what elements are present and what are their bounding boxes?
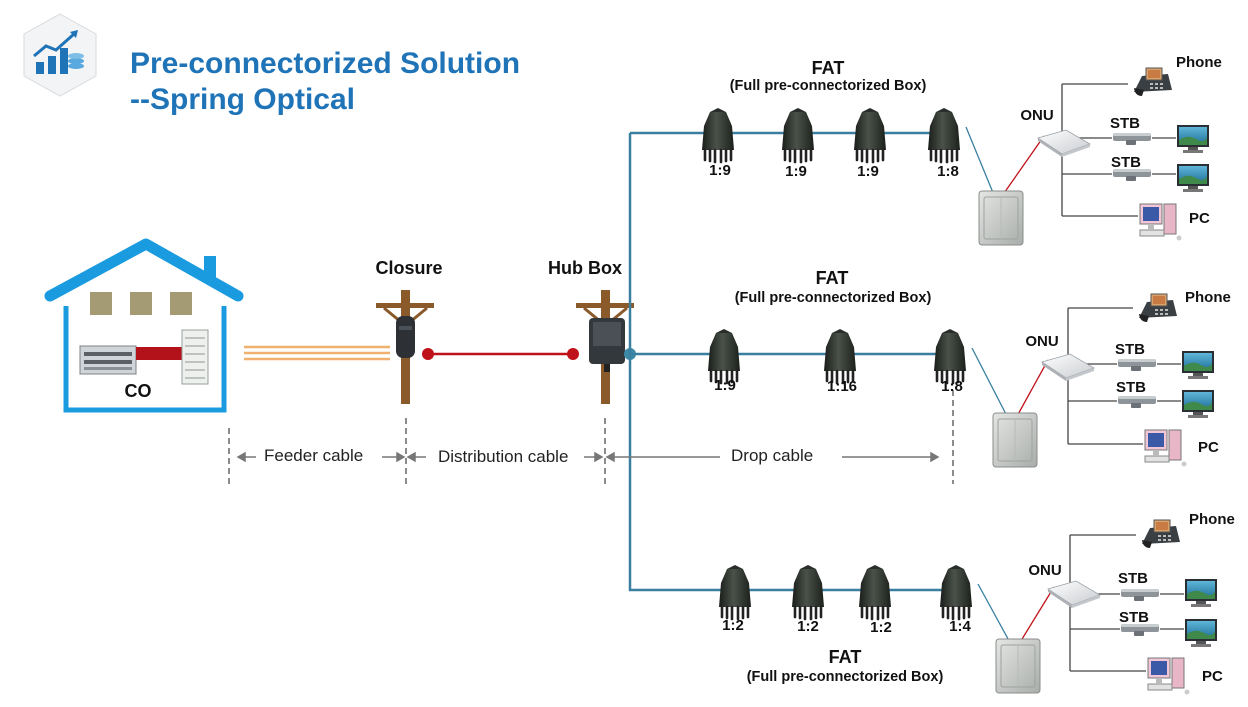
distribution-cable-line — [422, 348, 636, 360]
central-office-house — [44, 238, 244, 413]
fat-subtitle: (Full pre-connectorized Box) — [734, 290, 932, 306]
feeder-cable-line — [244, 345, 390, 361]
split-ratio: 1:16 — [826, 378, 858, 395]
split-ratio: 1:2 — [722, 617, 744, 634]
terminal-box-icon — [992, 412, 1038, 468]
drop-cable-label: Drop cable — [731, 446, 814, 465]
drop-fiber — [977, 583, 1014, 649]
onu-label: ONU — [1028, 562, 1062, 579]
split-ratio: 1:8 — [941, 378, 963, 395]
split-ratio: 1:9 — [709, 162, 731, 179]
stb-label: STB — [1119, 609, 1149, 626]
split-ratio: 1:9 — [857, 163, 879, 180]
logo — [23, 13, 97, 97]
drop-fiber — [965, 126, 997, 201]
split-ratio: 1:9 — [714, 377, 736, 394]
stb-label: STB — [1111, 154, 1141, 171]
title-line-1: Pre-connectorized Solution — [130, 47, 521, 80]
stb-icon — [1121, 589, 1159, 601]
phone-label: Phone — [1189, 511, 1235, 528]
split-ratio: 1:8 — [937, 163, 959, 180]
split-ratio: 1:2 — [797, 618, 819, 635]
phone-label: Phone — [1176, 54, 1222, 71]
phone-icon — [1133, 67, 1173, 97]
branches-layer — [700, 67, 1217, 695]
cable-arrows — [236, 451, 940, 463]
terminal-box-icon — [978, 190, 1024, 246]
distribution-cable-label: Distribution cable — [438, 447, 569, 466]
onu-fiber — [1015, 359, 1049, 419]
fat-subtitle: (Full pre-connectorized Box) — [746, 669, 944, 685]
onu-label: ONU — [1025, 333, 1059, 350]
stb-icon — [1118, 396, 1156, 408]
tv-icon — [1185, 619, 1217, 647]
stb-label: STB — [1116, 379, 1146, 396]
drop-trunk-lines — [628, 131, 730, 592]
onu-device-icon — [1037, 129, 1091, 158]
pc-label: PC — [1198, 439, 1219, 456]
closure-pole — [376, 290, 434, 404]
fat-box-icon — [790, 565, 826, 621]
onu-label: ONU — [1020, 107, 1054, 124]
feeder-cable-label: Feeder cable — [264, 446, 364, 465]
split-ratio: 1:9 — [785, 163, 807, 180]
fat-box-icon — [706, 329, 742, 385]
onu-device-icon — [1041, 353, 1095, 382]
pc-icon — [1144, 429, 1187, 467]
phone-icon — [1138, 293, 1178, 323]
chart-coins-icon — [33, 30, 84, 74]
fat-box-icon — [857, 565, 893, 621]
stb-icon — [1113, 133, 1151, 145]
stb-icon — [1118, 359, 1156, 371]
stb-label: STB — [1115, 341, 1145, 358]
olt-equipment — [79, 345, 137, 375]
fat-title: FAT — [828, 647, 862, 667]
fat-title: FAT — [815, 268, 849, 288]
stb-label: STB — [1110, 115, 1140, 132]
closure-label: Closure — [375, 258, 443, 278]
fat-box-icon — [938, 565, 974, 621]
split-ratio: 1:2 — [870, 619, 892, 636]
fat-title: FAT — [811, 58, 845, 78]
tv-icon — [1185, 579, 1217, 607]
terminal-box-icon — [995, 638, 1041, 694]
tv-icon — [1182, 351, 1214, 379]
fat-box-icon — [717, 565, 753, 621]
stb-label: STB — [1118, 570, 1148, 587]
hub-box-label: Hub Box — [548, 258, 622, 278]
fat-box-icon — [700, 108, 736, 164]
tv-icon — [1177, 125, 1209, 153]
fat-box-icon — [932, 329, 968, 385]
phone-label: Phone — [1185, 289, 1231, 306]
drop-fiber — [971, 347, 1011, 423]
pc-label: PC — [1202, 668, 1223, 685]
split-ratio: 1:4 — [949, 618, 971, 635]
fat-box-icon — [852, 108, 888, 164]
pc-label: PC — [1189, 210, 1210, 227]
fat-subtitle: (Full pre-connectorized Box) — [729, 78, 927, 94]
pc-icon — [1147, 657, 1190, 695]
tv-icon — [1177, 164, 1209, 192]
tv-icon — [1182, 390, 1214, 418]
section-dividers — [228, 390, 954, 484]
title-line-2: --Spring Optical — [130, 83, 355, 116]
co-label: CO — [124, 381, 152, 401]
fat-box-icon — [822, 329, 858, 385]
odf-rack — [181, 329, 209, 385]
phone-icon — [1141, 519, 1181, 549]
onu-fiber — [1001, 135, 1045, 197]
hub-box-pole — [576, 290, 634, 404]
onu-fiber — [1018, 586, 1055, 645]
fat-box-icon — [926, 108, 962, 164]
fat-box-icon — [780, 108, 816, 164]
page-title: Pre-connectorized Solution --Spring Opti… — [130, 46, 520, 118]
onu-device-icon — [1047, 580, 1101, 609]
pc-icon — [1139, 203, 1182, 241]
